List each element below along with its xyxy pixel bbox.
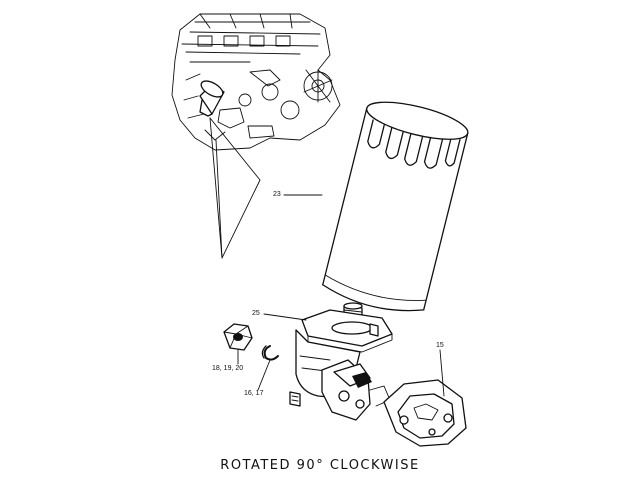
leader-25	[263, 313, 307, 321]
location-leader-lines	[209, 117, 261, 259]
leader-15	[439, 349, 445, 397]
nut	[223, 323, 253, 351]
filter-adaptor	[289, 302, 393, 421]
callout-15: 15	[436, 342, 444, 349]
callout-25: 25	[252, 310, 260, 317]
washer	[261, 345, 279, 361]
callout-23: 23	[273, 191, 281, 198]
leader-washer	[257, 359, 271, 391]
engine-sketch	[171, 13, 341, 151]
filter-cartridge	[322, 101, 469, 312]
gasket	[383, 379, 467, 447]
diagram-caption: ROTATED 90° CLOCKWISE	[220, 458, 420, 473]
callout-18-19-20: 18, 19, 20	[212, 365, 244, 372]
callout-16-17: 16, 17	[244, 390, 264, 397]
